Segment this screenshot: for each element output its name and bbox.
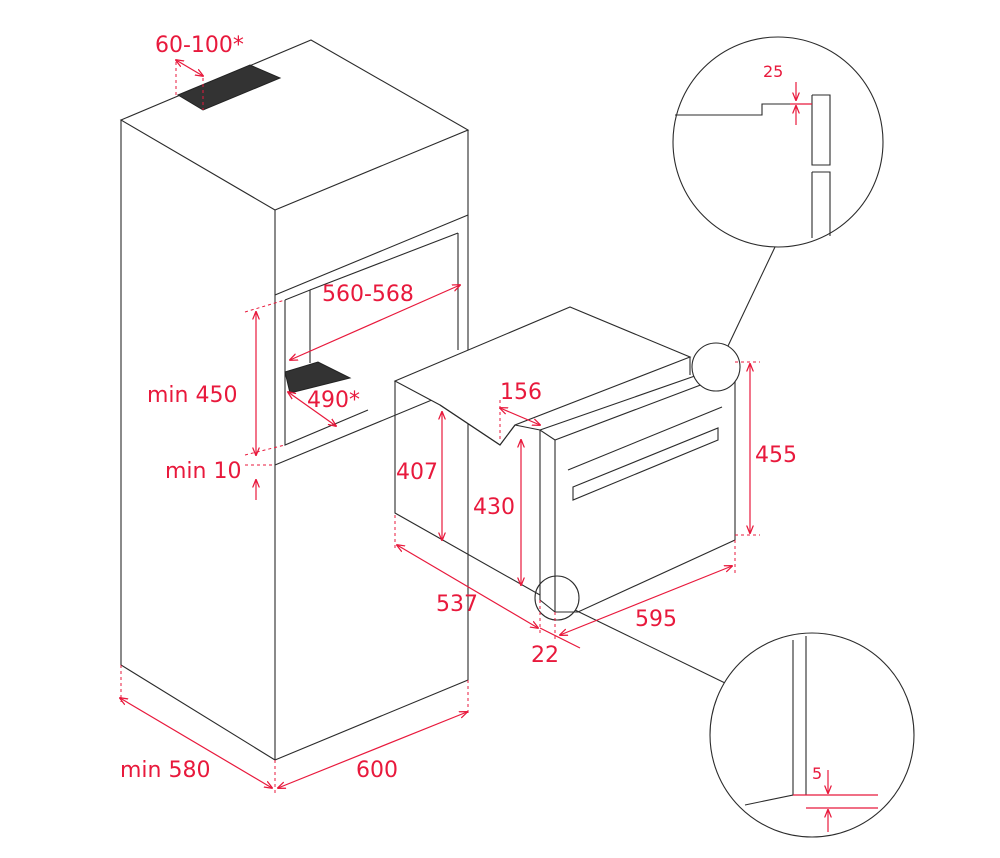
- label-niche-height: min 450: [147, 383, 238, 408]
- label-shelf-depth: 490*: [307, 388, 360, 413]
- label-oven-depth: 537: [436, 592, 478, 617]
- label-oven-height-430: 430: [473, 495, 515, 520]
- label-vent-gap: 60-100*: [155, 33, 244, 58]
- detail-callouts: [534, 36, 915, 838]
- label-oven-body-height: 407: [396, 460, 438, 485]
- tall-cabinet: [119, 39, 470, 761]
- label-bottom-gap: min 10: [165, 459, 242, 484]
- label-cabinet-width: 600: [356, 758, 398, 783]
- shelf-vent: [284, 361, 352, 394]
- dimension-lines: [120, 60, 878, 832]
- label-cabinet-depth: min 580: [120, 758, 211, 783]
- label-niche-width: 560-568: [322, 282, 414, 307]
- label-top-detail-gap: 25: [763, 62, 784, 81]
- oven-handle: [572, 427, 719, 501]
- label-bottom-detail-gap: 5: [812, 764, 823, 783]
- label-oven-step: 156: [500, 380, 542, 405]
- label-oven-width: 595: [635, 607, 677, 632]
- label-front-thickness: 22: [531, 643, 559, 668]
- oven: [393, 306, 736, 613]
- label-oven-front-height: 455: [755, 443, 797, 468]
